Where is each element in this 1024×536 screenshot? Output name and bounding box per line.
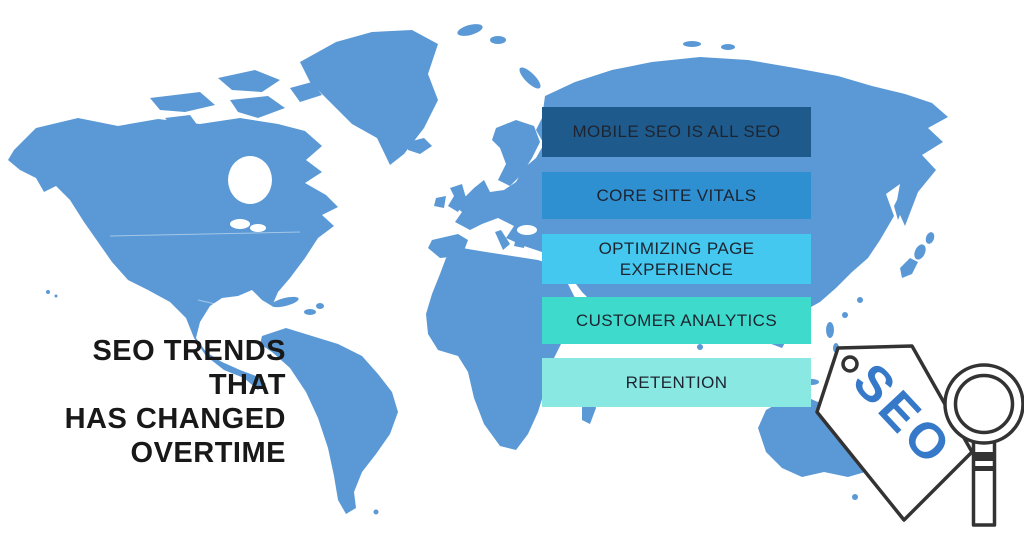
trend-item-retention: RETENTION — [542, 358, 811, 407]
price-tag-icon: SEO — [815, 344, 974, 522]
magnifying-glass-icon — [943, 363, 1024, 527]
seo-tag-art: SEO — [815, 344, 1024, 527]
trend-label: CUSTOMER ANALYTICS — [575, 310, 778, 330]
title-line-2: HAS CHANGED — [64, 403, 286, 435]
trend-label: RETENTION — [625, 372, 728, 392]
tag-hole — [841, 355, 859, 373]
trend-item-core-site-vitals: CORE SITE VITALS — [542, 172, 811, 219]
trend-item-customer-analytics: CUSTOMER ANALYTICS — [542, 297, 811, 344]
trend-label: OPTIMIZING PAGE EXPERIENCE — [598, 238, 755, 279]
trend-label: CORE SITE VITALS — [596, 185, 757, 205]
trend-list: MOBILE SEO IS ALL SEO CORE SITE VITALS O… — [542, 107, 811, 407]
title-line-3: OVERTIME — [130, 437, 286, 469]
title-line-1: SEO TRENDS THAT — [92, 335, 286, 401]
map-south-america — [260, 328, 398, 514]
trend-item-optimizing-page-experience: OPTIMIZING PAGE EXPERIENCE — [542, 234, 811, 284]
trend-item-mobile-seo: MOBILE SEO IS ALL SEO — [542, 107, 811, 157]
map-scandinavia — [492, 120, 540, 186]
trend-label: MOBILE SEO IS ALL SEO — [572, 122, 781, 142]
page-title: SEO TRENDS THAT HAS CHANGED OVERTIME — [8, 334, 286, 470]
map-greenland — [300, 30, 438, 165]
